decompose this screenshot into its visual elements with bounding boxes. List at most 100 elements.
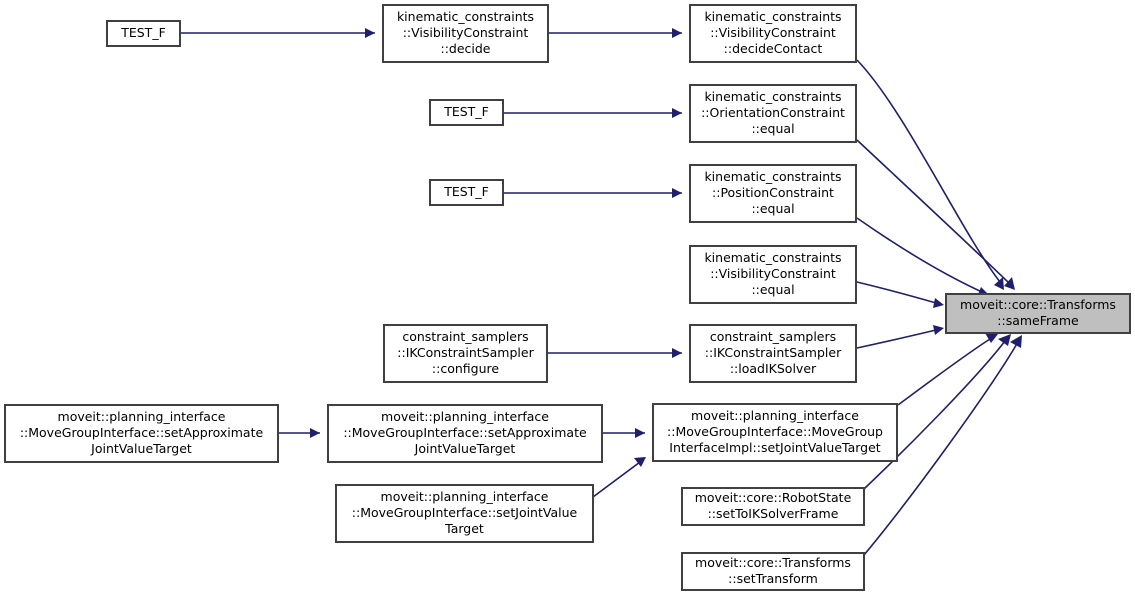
edge-test_f_3-to-position_equal — [503, 188, 682, 198]
arrowhead-icon — [933, 325, 944, 335]
node-label-line: ::MoveGroupInterface::MoveGroup — [667, 424, 883, 439]
node-box[interactable] — [4, 404, 279, 463]
node-box[interactable] — [335, 484, 594, 543]
edge-test_f_2-to-orientation_equal — [503, 108, 682, 118]
arrowhead-icon — [672, 28, 682, 38]
arrowhead-icon — [672, 108, 682, 118]
node-label-line: JointValueTarget — [414, 441, 516, 456]
node-robot_state_set_to_ik[interactable]: moveit::core::RobotState::setToIKSolverF… — [681, 487, 865, 526]
node-box[interactable] — [327, 404, 603, 463]
node-test_f_2[interactable]: TEST_F — [429, 99, 504, 126]
node-box[interactable] — [106, 20, 181, 47]
node-ik_load_solver[interactable]: constraint_samplers::IKConstraintSampler… — [689, 324, 857, 383]
arrowhead-icon — [1004, 277, 1015, 290]
nodes-layer: TEST_Fkinematic_constraints::VisibilityC… — [4, 4, 1131, 591]
edge-position_equal-to-same_frame — [856, 217, 990, 297]
node-visibility_decide[interactable]: kinematic_constraints::VisibilityConstra… — [382, 4, 549, 63]
node-box[interactable] — [681, 487, 865, 526]
node-label-line: moveit::planning_interface — [691, 408, 859, 423]
node-set_approx_2[interactable]: moveit::planning_interface::MoveGroupInt… — [327, 404, 603, 463]
node-box[interactable] — [429, 179, 504, 206]
node-box[interactable] — [681, 552, 865, 591]
node-box[interactable] — [382, 4, 549, 63]
node-box[interactable] — [689, 164, 857, 223]
node-label-line: ::MoveGroupInterface::setApproximate — [20, 425, 264, 440]
node-label-line: ::PositionConstraint — [712, 185, 834, 200]
node-label-line: ::OrientationConstraint — [701, 105, 845, 120]
node-set_joint_value_target[interactable]: moveit::planning_interface::MoveGroupInt… — [335, 484, 594, 543]
node-box[interactable] — [429, 99, 504, 126]
node-label-line: ::equal — [751, 201, 794, 216]
node-label-line: ::setTransform — [728, 571, 818, 586]
node-box[interactable] — [945, 293, 1131, 334]
node-label-line: constraint_samplers — [710, 329, 836, 344]
edge-test_f_1-to-visibility_decide — [180, 28, 375, 38]
edge-set_approx_1-to-set_approx_2 — [278, 428, 320, 438]
node-label-line: moveit::planning_interface — [58, 409, 226, 424]
edge-ik_load_solver-to-same_frame — [856, 325, 944, 349]
node-label-line: ::IKConstraintSampler — [705, 345, 842, 360]
node-set_approx_1[interactable]: moveit::planning_interface::MoveGroupInt… — [4, 404, 279, 463]
arrowhead-icon — [672, 348, 682, 358]
node-visibility_decide_contact[interactable]: kinematic_constraints::VisibilityConstra… — [689, 4, 857, 63]
node-label-line: ::configure — [432, 361, 499, 376]
node-position_equal[interactable]: kinematic_constraints::PositionConstrain… — [689, 164, 857, 223]
node-label-line: InterfaceImpl::setJointValueTarget — [669, 440, 880, 455]
node-label-line: moveit::planning_interface — [381, 409, 549, 424]
arrowhead-icon — [634, 457, 646, 467]
node-label-line: ::MoveGroupInterface::setApproximate — [343, 425, 587, 440]
edge-visibility_equal-to-same_frame — [856, 281, 944, 308]
node-same_frame[interactable]: moveit::core::Transforms::sameFrame — [945, 293, 1131, 334]
node-label-line: ::equal — [751, 121, 794, 136]
edge-line — [856, 139, 1011, 285]
edge-line — [863, 341, 1019, 556]
edge-line — [856, 329, 937, 349]
edge-line — [863, 340, 1006, 490]
node-ik_configure[interactable]: constraint_samplers::IKConstraintSampler… — [383, 324, 548, 383]
node-label-line: ::decide — [440, 41, 490, 56]
node-orientation_equal[interactable]: kinematic_constraints::OrientationConstr… — [689, 84, 857, 143]
node-label-line: ::decideContact — [724, 41, 823, 56]
node-label-line: TEST_F — [120, 25, 166, 40]
node-impl_set_joint_value_target[interactable]: moveit::planning_interface::MoveGroupInt… — [652, 403, 898, 462]
node-box[interactable] — [689, 4, 857, 63]
node-label-line: moveit::core::Transforms — [695, 555, 851, 570]
node-label-line: moveit::core::RobotState — [695, 490, 852, 505]
node-test_f_1[interactable]: TEST_F — [106, 20, 181, 47]
node-label-line: ::VisibilityConstraint — [710, 266, 836, 281]
edge-line — [592, 461, 641, 498]
arrowhead-icon — [998, 334, 1011, 346]
node-label-line: Target — [444, 521, 484, 536]
node-label-line: kinematic_constraints — [704, 89, 841, 104]
node-box[interactable] — [689, 324, 857, 383]
edges-layer — [180, 28, 1022, 556]
node-test_f_3[interactable]: TEST_F — [429, 179, 504, 206]
node-box[interactable] — [383, 324, 548, 383]
arrowhead-icon — [365, 28, 375, 38]
node-label-line: TEST_F — [443, 104, 489, 119]
node-visibility_equal[interactable]: kinematic_constraints::VisibilityConstra… — [689, 245, 857, 304]
node-label-line: ::sameFrame — [997, 313, 1079, 328]
node-label-line: ::MoveGroupInterface::setJointValue — [352, 505, 578, 520]
edge-visibility_decide_contact-to-same_frame — [856, 59, 1004, 290]
node-label-line: ::IKConstraintSampler — [397, 345, 534, 360]
edge-set_approx_2-to-impl_set_joint_value_target — [602, 428, 645, 438]
edge-line — [856, 217, 983, 293]
arrowhead-icon — [672, 188, 682, 198]
edge-set_joint_value_target-to-impl_set_joint_value_target — [592, 457, 646, 498]
node-label-line: moveit::planning_interface — [381, 489, 549, 504]
arrowhead-icon — [985, 333, 998, 343]
arrowhead-icon — [635, 428, 645, 438]
node-label-line: ::loadIKSolver — [730, 361, 817, 376]
node-transforms_set_transform[interactable]: moveit::core::Transforms::setTransform — [681, 552, 865, 591]
node-label-line: TEST_F — [443, 184, 489, 199]
edge-line — [856, 281, 937, 304]
node-box[interactable] — [689, 245, 857, 304]
node-label-line: kinematic_constraints — [704, 169, 841, 184]
node-label-line: JointValueTarget — [90, 441, 192, 456]
arrowhead-icon — [933, 298, 944, 308]
node-box[interactable] — [652, 403, 898, 462]
node-box[interactable] — [689, 84, 857, 143]
